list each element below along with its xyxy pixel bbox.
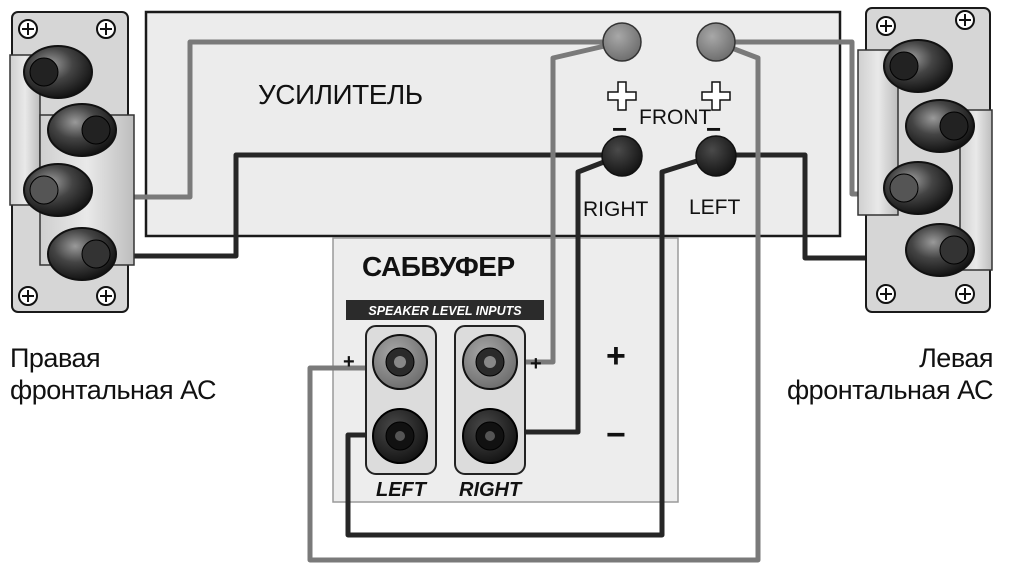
screw-icon (876, 16, 896, 36)
speaker-level-inputs-bar (346, 300, 544, 320)
wire-sub-left-minus (345, 152, 719, 538)
left-speaker-caption-line1: Левая (919, 343, 993, 373)
amp-left-plus-terminal (696, 22, 736, 62)
speaker-level-inputs-label: SPEAKER LEVEL INPUTS (368, 304, 522, 318)
left-speaker-caption-line2: фронтальная АС (786, 375, 994, 405)
amp-right-minus-terminal (601, 135, 643, 177)
amp-left-label: LEFT (689, 196, 741, 219)
subwoofer-title: САБВУФЕР (362, 251, 515, 282)
wire-right-speaker-minus (97, 152, 625, 259)
plus-outline-icon (701, 81, 731, 111)
right-speaker-caption: Правая фронтальная АС (10, 342, 217, 406)
screw-icon (955, 10, 975, 30)
sub-plus-symbol: + (606, 337, 626, 375)
screw-icon (18, 286, 38, 306)
sub-minus-symbol: − (606, 416, 626, 454)
wire-sub-left-plus (307, 39, 761, 563)
amp-left-minus-symbol: − (706, 114, 721, 144)
sub-left-jack-group (365, 325, 437, 475)
plus-outline-icon (607, 81, 637, 111)
amplifier-title: УСИЛИТЕЛЬ (258, 79, 423, 110)
amp-front-label: FRONT (639, 106, 711, 129)
wire-sub-right-minus (515, 152, 625, 435)
screw-icon (18, 19, 38, 39)
wires (97, 39, 908, 563)
sub-right-label: RIGHT (459, 479, 523, 501)
amp-right-minus-symbol: − (612, 114, 627, 144)
amp-right-label: RIGHT (583, 198, 649, 221)
left-speaker-caption: Левая фронтальная АС (786, 342, 994, 406)
screw-icon (96, 19, 116, 39)
sub-right-plus-symbol: + (530, 353, 542, 375)
sub-left-label: LEFT (376, 479, 428, 501)
amp-right-plus-terminal (602, 22, 642, 62)
right-speaker-caption-line2: фронтальная АС (10, 375, 217, 405)
screw-icon (955, 284, 975, 304)
sub-left-plus-symbol: + (343, 351, 355, 373)
right-speaker-caption-line1: Правая (10, 343, 101, 373)
wire-sub-right-plus (523, 39, 625, 365)
right-speaker-terminal-plate (9, 11, 135, 313)
left-speaker-terminal-plate (857, 7, 993, 313)
wire-right-speaker-plus (97, 39, 625, 200)
sub-right-jack-group (454, 325, 526, 475)
screw-icon (96, 286, 116, 306)
amp-left-minus-terminal (695, 135, 737, 177)
screw-icon (876, 284, 896, 304)
